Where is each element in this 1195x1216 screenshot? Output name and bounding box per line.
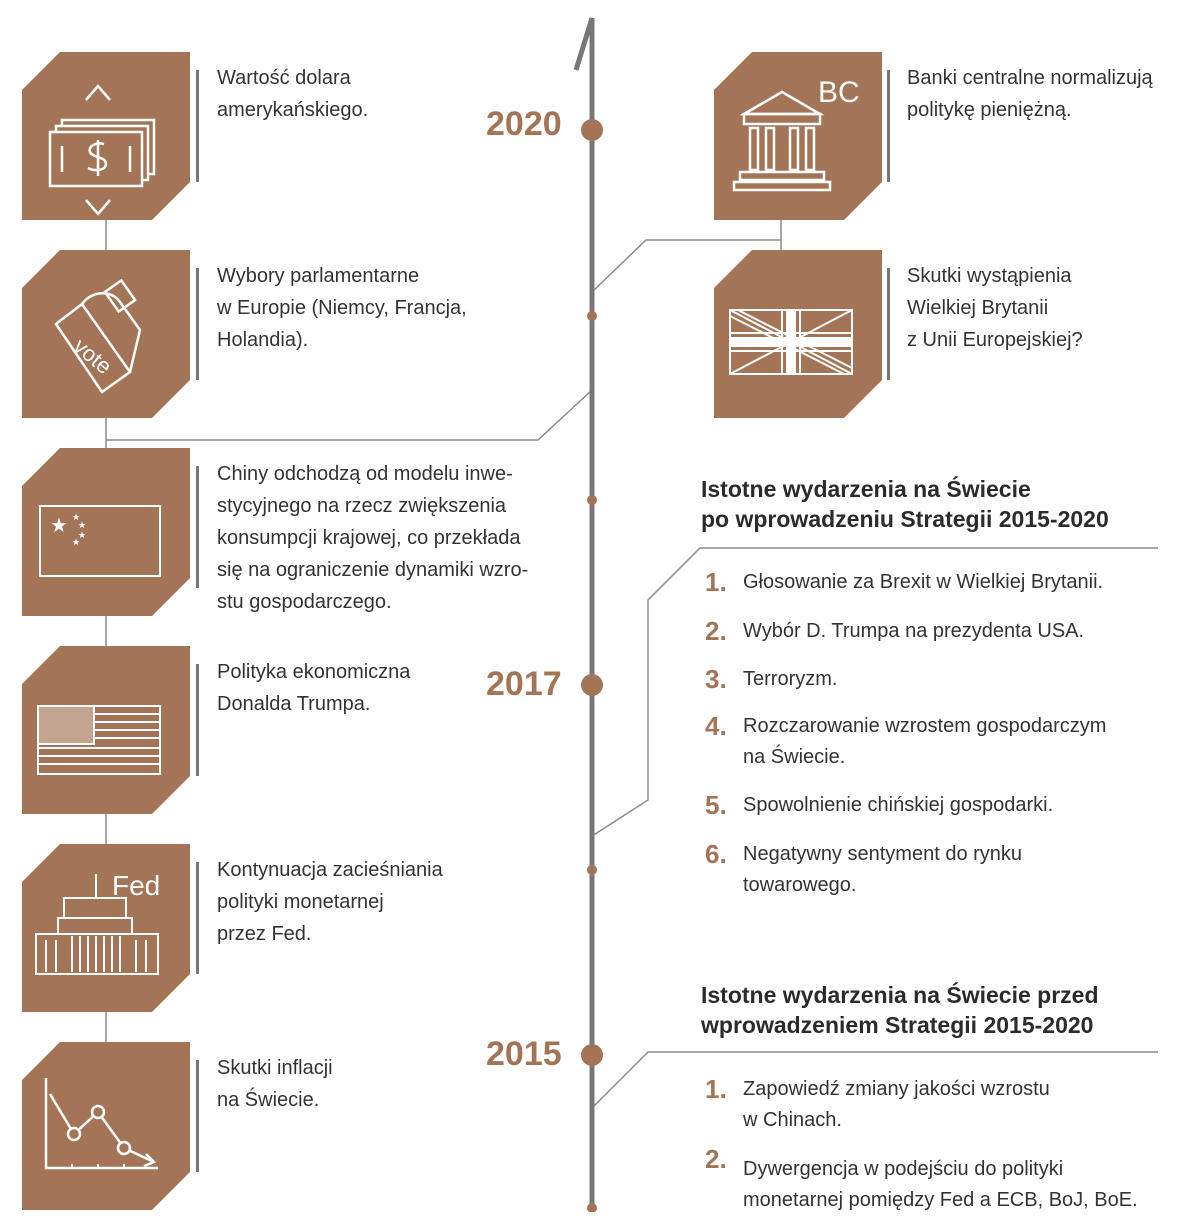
list-item: 2. Wybór D. Trumpa na prezydenta USA. — [705, 616, 1085, 646]
svg-text:★: ★ — [78, 521, 86, 531]
list-item: 5. Spowolnienie chińskiej gospodarki. — [705, 790, 1054, 820]
before-section-title: Istotne wydarzenia na Świecie przed wpro… — [701, 982, 1099, 1038]
china-flag-icon: ★ ★★★★ — [39, 505, 161, 577]
event-tile-vote: vote — [22, 250, 190, 418]
event-tile-usa — [22, 646, 190, 814]
fed-label: Fed — [112, 870, 161, 901]
event-text-central-bank: Banki centralne normalizują politykę pie… — [907, 67, 1153, 121]
svg-text:★: ★ — [72, 513, 80, 523]
svg-text:★: ★ — [78, 531, 86, 541]
dollar-icon — [48, 84, 156, 216]
event-text-uk: Skutki wystąpienia Wielkiej Brytanii z U… — [907, 265, 1083, 351]
year-label-2015: 2015 — [486, 1035, 562, 1073]
year-dot-2017 — [581, 674, 603, 696]
year-label-2017: 2017 — [486, 665, 562, 703]
vote-icon: vote — [54, 278, 142, 394]
after-section-title: Istotne wydarzenia na Świecie po wprowad… — [701, 476, 1109, 532]
event-tile-central-bank: BC — [714, 52, 882, 220]
year-dot-2015 — [581, 1044, 603, 1066]
fed-building-icon — [35, 874, 159, 975]
svg-text:★: ★ — [72, 538, 80, 548]
list-item: 1. Głosowanie za Brexit w Wielkiej Bryta… — [705, 567, 1104, 597]
year-dot-2020 — [581, 119, 603, 141]
event-tile-uk — [714, 250, 882, 418]
event-text-inflation: Skutki inflacji na Świecie. — [217, 1057, 333, 1111]
central-bank-icon — [732, 90, 832, 192]
list-item: 3. Terroryzm. — [705, 664, 838, 694]
event-text-fed: Kontynuacja zacieśniania polityki moneta… — [217, 859, 443, 945]
event-tile-dollar — [22, 52, 190, 220]
event-text-dollar: Wartość dolara amerykańskiego. — [217, 67, 369, 121]
svg-text:★: ★ — [50, 513, 68, 537]
svg-text:vote: vote — [69, 333, 117, 379]
usa-flag-icon — [37, 705, 161, 775]
year-label-2020: 2020 — [486, 105, 562, 143]
event-tile-inflation — [22, 1042, 190, 1210]
event-text-vote: Wybory parlamentarne w Europie (Niemcy, … — [217, 265, 467, 351]
event-text-china: Chiny odchodzą od modelu inwe- stycyjneg… — [217, 463, 529, 613]
event-text-usa: Polityka ekonomiczna Donalda Trumpa. — [217, 661, 411, 715]
uk-flag-icon — [729, 309, 853, 375]
event-tile-fed: Fed — [22, 844, 190, 1012]
event-tile-china: ★ ★★★★ — [22, 448, 190, 616]
declining-chart-icon — [44, 1078, 158, 1170]
bc-label: BC — [818, 76, 860, 109]
